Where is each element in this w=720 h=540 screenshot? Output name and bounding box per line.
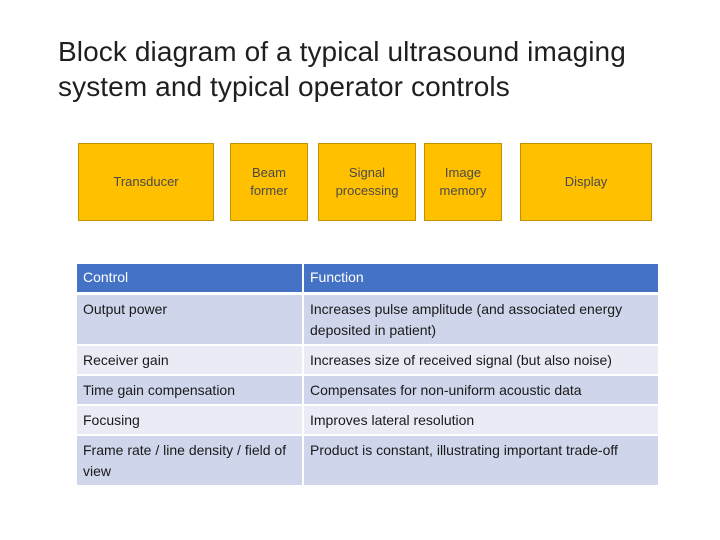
image-memory-block: Image memory [424,143,502,221]
control-cell: Output power [77,295,304,346]
control-cell: Frame rate / line density / field of vie… [77,436,304,487]
function-cell: Compensates for non-uniform acoustic dat… [304,376,658,406]
display-block: Display [520,143,652,221]
image-memory-label-line-2: memory [439,183,487,198]
image-memory-label-line-1: Image [444,165,482,180]
display-block-label: Display [564,174,608,189]
function-cell: Improves lateral resolution [304,406,658,436]
table-row: Output power Increases pulse amplitude (… [77,295,658,346]
table-row: Receiver gain Increases size of received… [77,346,658,376]
beam-former-label-line-1: Beam [252,165,286,180]
table-header-row: Control Function [77,264,658,295]
function-cell: Increases pulse amplitude (and associate… [304,295,658,346]
signal-processing-label-line-2: processing [335,183,399,198]
controls-table-container: Control Function Output power Increases … [77,264,658,487]
transducer-block-label: Transducer [113,174,179,189]
function-cell: Product is constant, illustrating import… [304,436,658,487]
page-title: Block diagram of a typical ultrasound im… [58,36,626,102]
controls-table: Control Function Output power Increases … [77,264,658,487]
control-cell: Time gain compensation [77,376,304,406]
beam-former-block: Beam former [230,143,308,221]
function-cell: Increases size of received signal (but a… [304,346,658,376]
function-column-header: Function [304,264,658,295]
beam-former-label-line-2: former [250,183,288,198]
control-cell: Receiver gain [77,346,304,376]
transducer-block: Transducer [78,143,214,221]
control-cell: Focusing [77,406,304,436]
table-row: Focusing Improves lateral resolution [77,406,658,436]
signal-processing-label-line-1: Signal [348,165,386,180]
control-column-header: Control [77,264,304,295]
table-row: Time gain compensation Compensates for n… [77,376,658,406]
table-row: Frame rate / line density / field of vie… [77,436,658,487]
signal-processing-block: Signal processing [318,143,416,221]
